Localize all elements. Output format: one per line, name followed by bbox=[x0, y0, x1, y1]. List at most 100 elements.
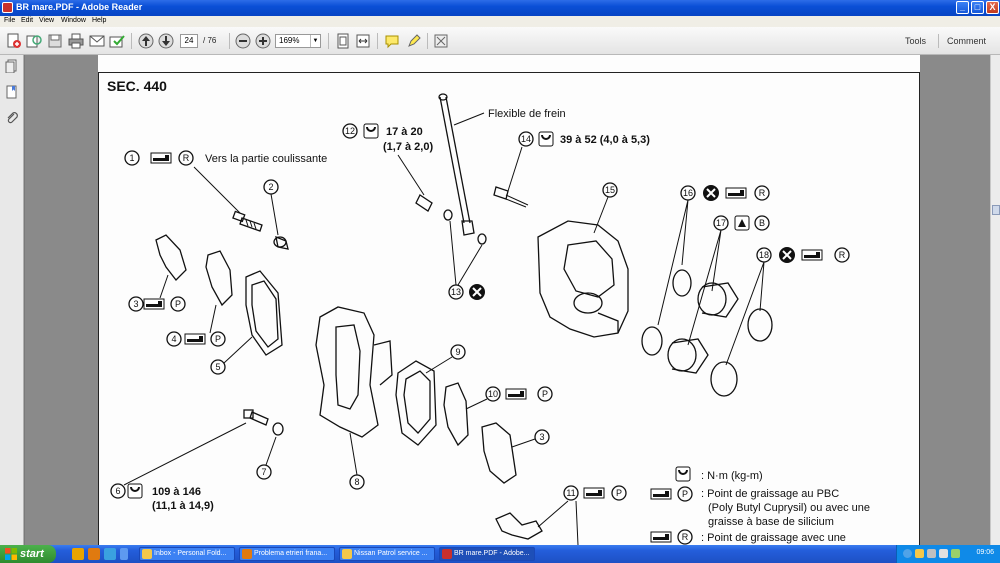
leader-line bbox=[687, 229, 722, 346]
letter-circle bbox=[537, 386, 553, 402]
collaborate-icon[interactable] bbox=[108, 32, 126, 50]
start-label: start bbox=[20, 548, 44, 560]
email-icon[interactable] bbox=[88, 32, 106, 50]
open-file-icon[interactable] bbox=[25, 32, 43, 50]
read-mode-icon[interactable] bbox=[432, 32, 450, 50]
next-page-icon[interactable] bbox=[157, 32, 175, 50]
show-more-icon[interactable] bbox=[120, 548, 128, 560]
comment-icon[interactable] bbox=[383, 32, 401, 50]
save-icon[interactable] bbox=[46, 32, 64, 50]
tray-app-icon[interactable] bbox=[951, 549, 960, 558]
leader-line bbox=[223, 336, 253, 364]
firefox-quicklaunch-icon[interactable] bbox=[88, 548, 100, 560]
comment-link[interactable]: Comment bbox=[947, 36, 987, 46]
explorer-quicklaunch-icon[interactable] bbox=[72, 548, 84, 560]
union-bolt-part bbox=[415, 194, 453, 221]
vertical-scrollbar[interactable] bbox=[990, 55, 1000, 545]
callout-number-8: 8 bbox=[354, 477, 359, 487]
legend-pbc-line2: (Poly Butyl Cuprysil) ou avec une bbox=[708, 502, 870, 514]
letter-r: R bbox=[682, 532, 689, 542]
tools-link[interactable]: Tools bbox=[905, 36, 927, 46]
highlight-icon[interactable] bbox=[405, 32, 423, 50]
legend-r-line1: : Point de graissage avec une bbox=[701, 532, 846, 544]
folder-icon bbox=[342, 549, 352, 559]
dust-seal-part bbox=[672, 269, 692, 297]
taskbar-item-inbox[interactable]: Inbox - Personal Fold... bbox=[139, 547, 235, 561]
callout-number-13: 13 bbox=[451, 287, 461, 297]
tray-app-icon[interactable] bbox=[915, 549, 924, 558]
menu-file[interactable]: File bbox=[4, 17, 16, 24]
letter-circle bbox=[834, 247, 850, 263]
taskbar-item-adobe[interactable]: BR mare.PDF - Adobe... bbox=[439, 547, 535, 561]
letter-circle bbox=[677, 529, 693, 545]
menu-edit[interactable]: Edit bbox=[21, 17, 34, 24]
callout-number-3: 3 bbox=[133, 299, 138, 309]
scrollbar-thumb[interactable] bbox=[992, 205, 1000, 215]
torque-6-kgm: (11,1 à 14,9) bbox=[152, 500, 214, 512]
fit-page-icon[interactable] bbox=[334, 32, 352, 50]
zoom-in-icon[interactable] bbox=[254, 32, 272, 50]
chevron-down-icon[interactable]: ▼ bbox=[310, 35, 320, 47]
letter-circle bbox=[170, 296, 186, 312]
menu-help[interactable]: Help bbox=[92, 17, 107, 24]
navigation-panel bbox=[0, 55, 24, 545]
leader-line bbox=[270, 193, 279, 236]
callout-circle bbox=[124, 150, 140, 166]
print-icon[interactable] bbox=[67, 32, 85, 50]
letter-r: R bbox=[839, 250, 846, 260]
menu-view[interactable]: View bbox=[39, 17, 55, 24]
legend-pbc-line3: graisse à base de silicium bbox=[708, 516, 834, 528]
caliper-torque-member-part bbox=[315, 306, 393, 438]
minimize-button[interactable]: _ bbox=[956, 1, 969, 14]
letter-b: B bbox=[759, 218, 765, 228]
maximize-button[interactable]: □ bbox=[971, 1, 984, 14]
previous-page-icon[interactable] bbox=[137, 32, 155, 50]
bookmarks-icon[interactable] bbox=[5, 85, 19, 99]
taskbar-item-forum[interactable]: Problema etrieri frana... bbox=[239, 547, 335, 561]
toolbar: 24 / 76 169% ▼ Tools C bbox=[0, 27, 1000, 55]
menu-bar: File Edit View Window Help bbox=[0, 16, 1000, 27]
torque-14: 39 à 52 (4,0 à 5,3) bbox=[560, 134, 650, 146]
callout-number-1: 1 bbox=[129, 153, 134, 163]
torque-12-nm: 17 à 20 bbox=[386, 126, 423, 138]
torque-wrench-icon bbox=[127, 483, 143, 499]
create-pdf-icon[interactable] bbox=[5, 32, 23, 50]
windows-flag-icon bbox=[5, 548, 17, 560]
attachments-icon[interactable] bbox=[5, 111, 19, 125]
fluid-drop-shape bbox=[738, 219, 746, 227]
document-view[interactable]: SEC. 440 1 R Vers la partie coulissante bbox=[25, 55, 990, 545]
letter-p: P bbox=[542, 389, 548, 399]
letter-p: P bbox=[682, 489, 688, 499]
pad-shim-part bbox=[155, 234, 187, 281]
callout-circle bbox=[485, 386, 501, 402]
close-button[interactable]: X bbox=[986, 1, 999, 14]
clock: 09:06 bbox=[976, 549, 994, 556]
volume-icon[interactable] bbox=[939, 549, 948, 558]
grease-symbol-icon bbox=[650, 488, 672, 500]
callout-number-14: 14 bbox=[521, 134, 531, 144]
page-thumbnails-icon[interactable] bbox=[5, 59, 19, 74]
tray-app-icon[interactable] bbox=[927, 549, 936, 558]
fit-width-icon[interactable] bbox=[354, 32, 372, 50]
brake-pad-part bbox=[395, 360, 437, 446]
zoom-select[interactable]: 169% ▼ bbox=[275, 34, 321, 48]
letter-r: R bbox=[759, 188, 766, 198]
menu-window[interactable]: Window bbox=[61, 17, 86, 24]
callout-circle bbox=[534, 429, 550, 445]
leader-line bbox=[265, 436, 277, 466]
brake-hose-part bbox=[438, 93, 475, 236]
zoom-out-icon[interactable] bbox=[234, 32, 252, 50]
toolbar-separator bbox=[328, 33, 329, 49]
page-number-input[interactable]: 24 bbox=[180, 34, 198, 48]
leader-line bbox=[453, 112, 485, 126]
start-button[interactable]: start bbox=[0, 545, 56, 563]
outlook-quicklaunch-icon[interactable] bbox=[104, 548, 116, 560]
outlook-icon bbox=[142, 549, 152, 559]
piston-part bbox=[697, 282, 739, 318]
windows-taskbar: start Inbox - Personal Fold... Problema … bbox=[0, 545, 1000, 563]
network-icon[interactable] bbox=[903, 549, 912, 558]
callout-circle bbox=[256, 464, 272, 480]
callout-number-10: 10 bbox=[488, 389, 498, 399]
leader-line bbox=[465, 398, 488, 410]
taskbar-item-nissan[interactable]: Nissan Patrol service ... bbox=[339, 547, 435, 561]
